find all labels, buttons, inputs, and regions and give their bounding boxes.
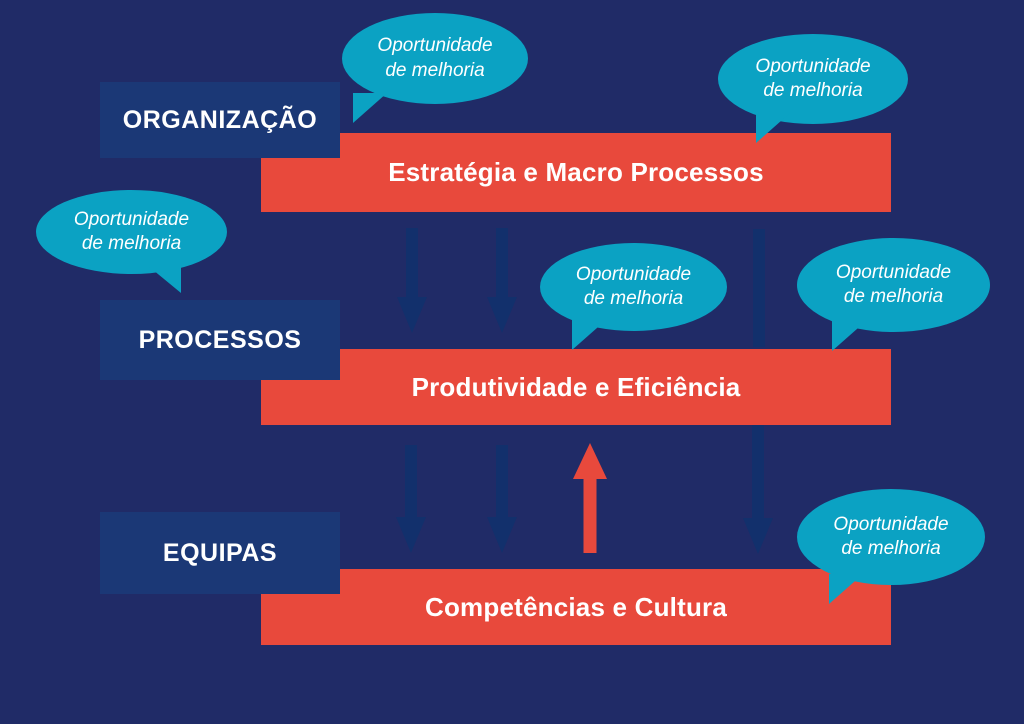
arrow-head <box>743 518 773 554</box>
bar-estrategia-label: Estratégia e Macro Processos <box>388 157 764 187</box>
connector-line <box>753 229 765 347</box>
bar-competencias-cultura: Competências e Cultura <box>261 569 891 645</box>
speech-bubble-tail <box>353 93 388 123</box>
level-panel-processos: PROCESSOS <box>100 300 340 380</box>
arrow-shaft <box>406 228 418 301</box>
speech-bubble-opportunity: Oportunidade de melhoria <box>36 190 227 293</box>
speech-bubble-opportunity: Oportunidade de melhoria <box>718 34 908 143</box>
speech-bubble-text: Oportunidade de melhoria <box>755 55 871 101</box>
arrow-head <box>487 517 517 553</box>
down-arrow-icon <box>487 228 517 333</box>
arrow-head <box>573 443 607 479</box>
speech-bubble-text: Oportunidade de melhoria <box>575 263 692 309</box>
arrow-shaft <box>752 425 764 522</box>
up-arrow-icon <box>573 443 607 553</box>
speech-bubble-opportunity: Oportunidade de melhoria <box>342 13 528 123</box>
speech-bubble-text: Oportunidade de melhoria <box>377 35 493 81</box>
speech-bubble-opportunity: Oportunidade de melhoria <box>797 238 990 351</box>
speech-bubble-tail <box>828 574 863 604</box>
bar-produtividade-eficiencia: Produtividade e Eficiência <box>261 349 891 425</box>
level-label-processos: PROCESSOS <box>138 325 302 354</box>
arrow-shaft <box>496 445 508 521</box>
speech-bubble-text: Oportunidade de melhoria <box>833 513 949 559</box>
bar-competencias-label: Competências e Cultura <box>424 591 728 622</box>
arrow-head <box>397 297 427 333</box>
level-label-equipas: EQUIPAS <box>162 538 278 567</box>
down-arrow-icon <box>743 425 773 554</box>
down-arrow-icon <box>397 228 427 333</box>
bar-estrategia-macro-processos: Estratégia e Macro Processos <box>261 133 891 212</box>
down-arrow-icon <box>396 445 426 553</box>
down-arrow-icon <box>487 445 517 553</box>
speech-bubble-text: Oportunidade de melhoria <box>73 208 190 254</box>
arrow-head <box>487 297 517 333</box>
speech-bubble-opportunity: Oportunidade de melhoria <box>797 489 985 604</box>
speech-bubble-text: Oportunidade de melhoria <box>835 261 952 307</box>
level-panel-organizacao: ORGANIZAÇÃO <box>100 82 340 158</box>
level-label-organizacao: ORGANIZAÇÃO <box>122 105 318 134</box>
arrow-shaft <box>496 228 508 301</box>
arrow-shaft <box>583 475 597 553</box>
speech-bubble-tail <box>831 321 866 351</box>
speech-bubble-tail <box>146 265 181 293</box>
speech-bubble-opportunity: Oportunidade de melhoria <box>540 243 727 350</box>
arrow-head <box>396 517 426 553</box>
arrow-shaft <box>405 445 417 521</box>
speech-bubble-tail <box>756 113 790 143</box>
level-panel-equipas: EQUIPAS <box>100 512 340 594</box>
speech-bubble-tail <box>571 320 606 350</box>
bar-produtividade-label: Produtividade e Eficiência <box>411 371 741 402</box>
